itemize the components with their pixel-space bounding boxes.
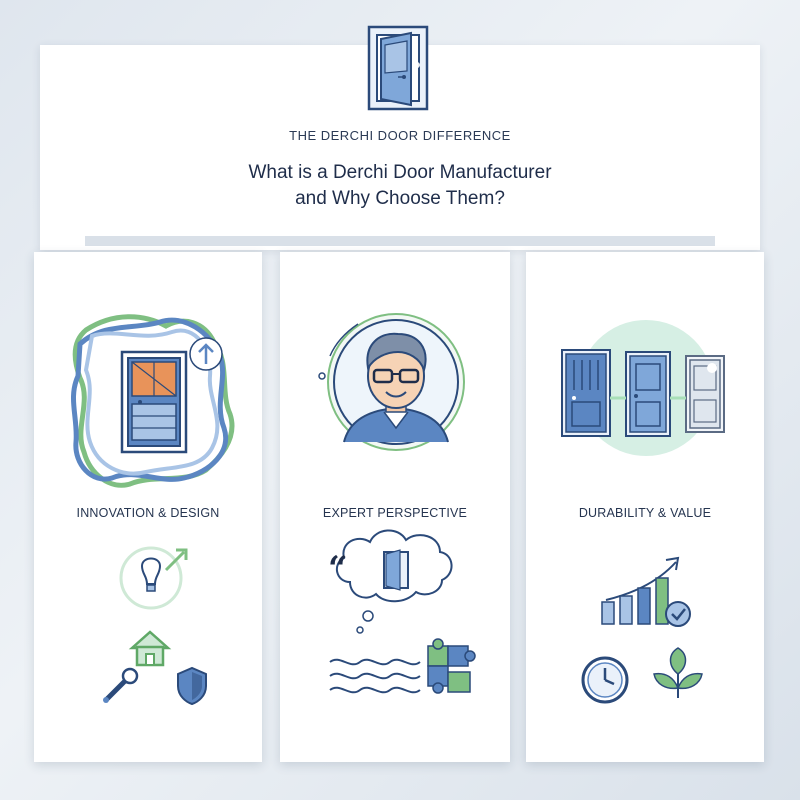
card-expert-perspective: “ EXPERT PERSPECTIVE	[280, 252, 510, 762]
svg-text:“: “	[328, 549, 348, 589]
wrench-icon	[103, 667, 139, 703]
door-with-woven-frame-icon	[70, 314, 235, 488]
shield-icon	[177, 666, 207, 706]
card-title: DURABILITY & VALUE	[578, 506, 712, 520]
headline-line-1: What is a Derchi Door Manufacturer	[248, 162, 552, 183]
headline-line-2: and Why Choose Them?	[295, 188, 505, 209]
puzzle-icon	[427, 638, 476, 694]
quote-thought-bubble-icon: “	[328, 529, 453, 634]
open-door-icon	[367, 25, 429, 111]
home-icon	[128, 630, 172, 667]
three-doors-icon	[561, 320, 725, 456]
clock-icon	[581, 656, 629, 704]
card-durability-value: DURABILITY & VALUE	[526, 252, 764, 762]
card-title: INNOVATION & DESIGN	[76, 506, 220, 520]
check-badge-icon	[665, 601, 691, 627]
card-title: EXPERT PERSPECTIVE	[322, 506, 468, 520]
card-innovation-design: INNOVATION & DESIGN	[34, 252, 262, 762]
divider	[85, 236, 715, 246]
leaf-icon	[653, 647, 703, 698]
eyebrow-title: THE DERCHI DOOR DIFFERENCE	[289, 128, 511, 143]
page-title: What is a Derchi Door Manufacturer and W…	[40, 160, 760, 212]
lightbulb-growth-icon	[119, 546, 188, 610]
waves-icon	[329, 658, 421, 694]
expert-portrait-icon	[318, 313, 465, 451]
growth-bar-chart-icon	[601, 556, 680, 625]
